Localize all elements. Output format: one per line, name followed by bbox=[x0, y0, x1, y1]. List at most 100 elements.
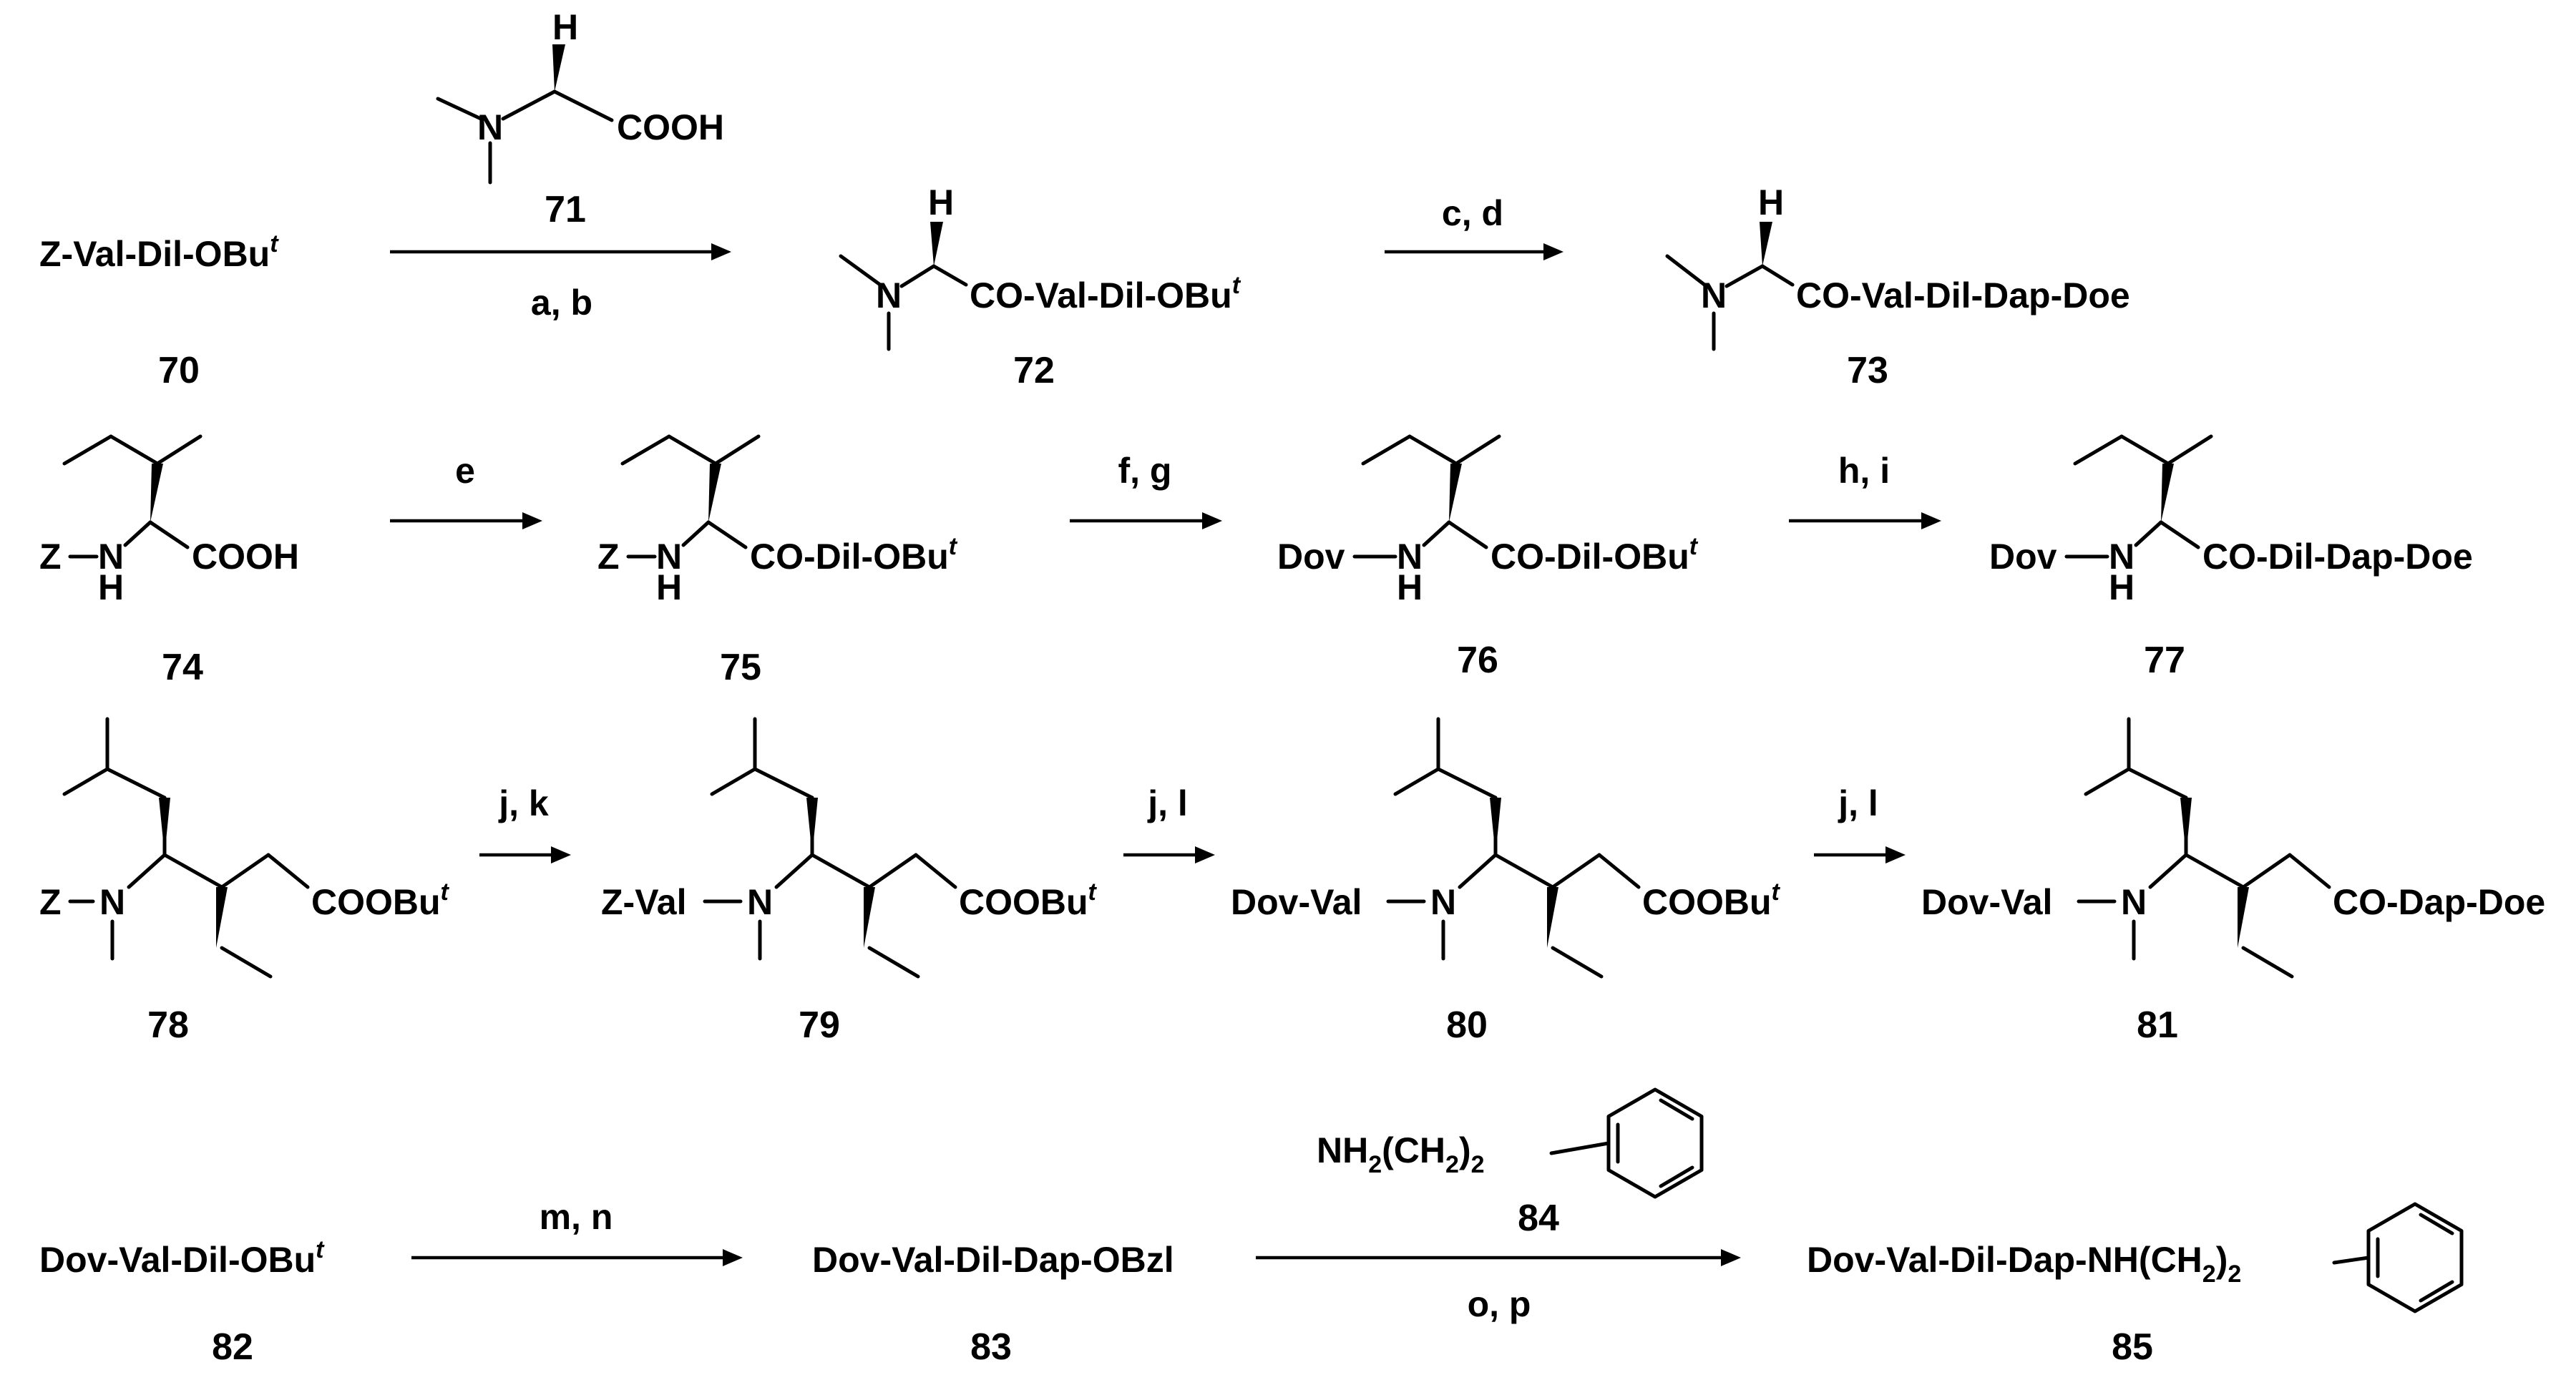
compound-71-number: 71 bbox=[545, 189, 586, 230]
svg-text:CO-Dil-OBut: CO-Dil-OBut bbox=[1491, 533, 1699, 577]
arrowhead bbox=[1202, 512, 1222, 529]
compound-71-acid: COOH bbox=[617, 107, 724, 147]
compound-74-hydrogen: H bbox=[98, 567, 124, 607]
arrowhead bbox=[1921, 512, 1941, 529]
bond bbox=[155, 434, 203, 466]
compound-78-superscript: t bbox=[441, 879, 450, 906]
compound-83: Dov-Val-Dil-Dap-OBzl 83 bbox=[812, 1240, 1174, 1368]
bond bbox=[1447, 520, 1488, 549]
compound-82-number: 82 bbox=[212, 1326, 253, 1368]
bond bbox=[2127, 767, 2188, 800]
svg-text:Z-Val-Dil-OBut: Z-Val-Dil-OBut bbox=[39, 230, 279, 274]
compound-79: Z-Val N COOBut 79 bbox=[601, 717, 1098, 1046]
bond bbox=[62, 767, 109, 796]
bond bbox=[914, 853, 957, 889]
arrow-5: h, i bbox=[1789, 451, 1941, 529]
compound-72-hydrogen: H bbox=[928, 182, 954, 222]
bond bbox=[2184, 853, 2245, 889]
bond bbox=[1597, 853, 1641, 889]
compound-84: NH2(CH2)2 84 bbox=[1317, 1090, 1702, 1239]
bond bbox=[753, 767, 814, 800]
bond bbox=[2166, 434, 2213, 466]
arrow-7: j, l bbox=[1123, 783, 1215, 863]
bond bbox=[1393, 767, 1440, 796]
compound-82-superscript: t bbox=[316, 1236, 325, 1263]
compound-73-number: 73 bbox=[1847, 350, 1888, 391]
arrowhead bbox=[1721, 1249, 1741, 1266]
svg-text:COOBut: COOBut bbox=[959, 879, 1098, 922]
bond bbox=[2084, 767, 2131, 796]
bond bbox=[162, 853, 224, 889]
stereo-wedge bbox=[1760, 222, 1772, 266]
arrowhead bbox=[723, 1249, 743, 1266]
compound-84-part: NH bbox=[1317, 1130, 1368, 1170]
bond bbox=[2073, 434, 2124, 466]
bond bbox=[2288, 853, 2331, 889]
compound-76-superscript: t bbox=[1689, 533, 1699, 560]
compound-79-formula: COOBu bbox=[959, 882, 1088, 922]
compound-81-formula: CO-Dap-Doe bbox=[2333, 882, 2545, 922]
compound-75-protecting-group: Z bbox=[597, 537, 620, 577]
compound-83-formula: Dov-Val-Dil-Dap-OBzl bbox=[812, 1240, 1174, 1280]
bond bbox=[867, 853, 918, 889]
stereo-wedge bbox=[1547, 887, 1558, 948]
arrow-1-reagents: a, b bbox=[531, 283, 592, 323]
compound-81-number: 81 bbox=[2137, 1004, 2178, 1046]
compound-70: Z-Val-Dil-OBut 70 bbox=[39, 230, 279, 391]
compound-81-nitrogen: N bbox=[2121, 882, 2147, 922]
compound-80: Dov-Val N COOBut 80 bbox=[1231, 717, 1781, 1046]
phenyl-ring-icon bbox=[1609, 1090, 1702, 1197]
compound-77-formula: CO-Dil-Dap-Doe bbox=[2202, 537, 2473, 577]
bond bbox=[2241, 946, 2294, 979]
stereo-wedge bbox=[708, 464, 721, 522]
arrow-9: m, n bbox=[411, 1197, 743, 1266]
bond bbox=[839, 254, 882, 287]
arrow-4-reagents: f, g bbox=[1118, 451, 1172, 491]
compound-70-number: 70 bbox=[158, 350, 200, 391]
compound-73-nitrogen: N bbox=[1701, 275, 1727, 315]
arrow-5-reagents: h, i bbox=[1838, 451, 1890, 491]
compound-85-part: ) bbox=[2216, 1240, 2228, 1280]
bond bbox=[867, 946, 920, 979]
compound-72-nitrogen: N bbox=[876, 275, 902, 315]
bond bbox=[1665, 254, 1707, 287]
stereo-wedge bbox=[150, 464, 163, 522]
bond bbox=[706, 520, 748, 549]
bond bbox=[220, 853, 270, 889]
bond bbox=[123, 520, 152, 547]
stereo-wedge bbox=[159, 798, 170, 855]
compound-74-acid: COOH bbox=[192, 537, 299, 577]
bond bbox=[266, 853, 310, 889]
compound-84-part: ) bbox=[1459, 1130, 1471, 1170]
stereo-wedge bbox=[806, 798, 818, 855]
bond bbox=[127, 853, 167, 889]
bond bbox=[1436, 767, 1498, 800]
compound-76-formula: CO-Dil-OBu bbox=[1491, 537, 1689, 577]
svg-text:Dov-Val-Dil-Dap-NH(CH2)2: Dov-Val-Dil-Dap-NH(CH2)2 bbox=[1807, 1240, 2241, 1288]
bond bbox=[105, 767, 167, 800]
bond bbox=[1760, 264, 1795, 287]
arrowhead bbox=[1195, 846, 1215, 863]
compound-79-prefix: Z-Val bbox=[601, 882, 686, 922]
arrow-10: o, p bbox=[1256, 1249, 1741, 1324]
compound-77-prefix: Dov bbox=[1989, 537, 2057, 577]
compound-70-formula: Z-Val-Dil-OBu bbox=[39, 234, 270, 274]
compound-72-number: 72 bbox=[1013, 350, 1055, 391]
compound-85-part: Dov-Val-Dil-Dap-NH(CH bbox=[1807, 1240, 2202, 1280]
arrowhead bbox=[1885, 846, 1906, 863]
svg-text:CO-Val-Dil-OBut: CO-Val-Dil-OBut bbox=[970, 272, 1241, 315]
arrowhead bbox=[551, 846, 571, 863]
compound-75-formula: CO-Dil-OBu bbox=[750, 537, 949, 577]
compound-78-number: 78 bbox=[147, 1004, 189, 1046]
compound-71-nitrogen: N bbox=[477, 107, 503, 147]
compound-70-superscript: t bbox=[270, 230, 279, 258]
compound-79-nitrogen: N bbox=[747, 882, 773, 922]
compound-73-formula: CO-Val-Dil-Dap-Doe bbox=[1796, 275, 2130, 315]
arrow-1: a, b bbox=[390, 243, 731, 323]
arrow-2-reagents: c, d bbox=[1442, 193, 1503, 233]
bond bbox=[1724, 264, 1765, 288]
compound-76-hydrogen: H bbox=[1397, 567, 1423, 607]
bond bbox=[710, 767, 757, 796]
compound-81: Dov-Val N CO-Dap-Doe 81 bbox=[1921, 717, 2545, 1046]
compound-79-number: 79 bbox=[799, 1004, 840, 1046]
